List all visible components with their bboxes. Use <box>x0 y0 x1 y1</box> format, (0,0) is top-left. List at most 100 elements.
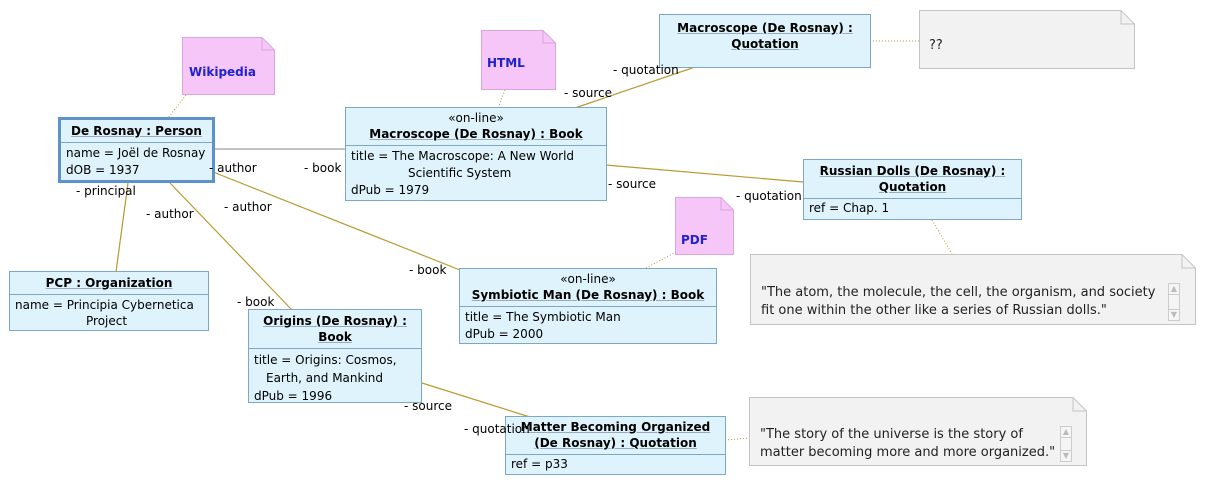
attribute: dPub = 2000 <box>465 327 544 341</box>
attribute: dOB = 1937 <box>66 163 140 177</box>
object-title: Symbiotic Man (De Rosnay) : Book <box>471 288 705 302</box>
object-title: PCP : Organization <box>45 276 173 290</box>
role-label-author: - author <box>146 207 194 221</box>
role-label-author: - author <box>209 161 257 175</box>
object-attributes: title = Origins: Cosmos, Earth, and Mank… <box>249 349 421 407</box>
role-label-book: - book <box>409 263 447 277</box>
link-origins-matter <box>421 382 531 418</box>
object-attributes: name = Principia Cybernetica Project <box>10 295 208 331</box>
attribute: name = Principia Cybernetica <box>15 298 194 312</box>
anchor-russian <box>931 219 953 255</box>
note-unknown[interactable]: ?? <box>919 10 1135 69</box>
object-header: Russian Dolls (De Rosnay) : Quotation <box>804 160 1021 199</box>
scroll-track[interactable] <box>1060 438 1072 450</box>
object-attributes: ref = p33 <box>506 455 725 474</box>
attribute: dPub = 1996 <box>254 389 333 403</box>
attribute: title = The Symbiotic Man <box>465 310 621 324</box>
object-attributes: ref = Chap. 1 <box>804 199 1021 218</box>
note-pdf[interactable]: PDF <box>675 197 734 255</box>
object-attributes: title = The Symbiotic Man dPub = 2000 <box>460 307 716 345</box>
note-shape <box>182 37 275 95</box>
attribute: dPub = 1979 <box>351 183 430 197</box>
link-author-origins <box>169 182 293 311</box>
attribute: Project <box>86 314 128 328</box>
object-macroscope-book[interactable]: «on-line» Macroscope (De Rosnay) : Book … <box>345 107 607 201</box>
object-pcp-organization[interactable]: PCP : Organization name = Principia Cybe… <box>9 271 209 331</box>
note-matter[interactable]: "The story of the universe is the story … <box>749 397 1087 466</box>
object-title: Quotation <box>731 37 799 51</box>
note-text: Wikipedia <box>189 65 256 79</box>
role-label-author: - author <box>224 200 272 214</box>
object-header: Matter Becoming Organized (De Rosnay) : … <box>506 417 725 455</box>
role-label-quotation: - quotation <box>736 189 802 203</box>
attribute: title = The Macroscope: A New World <box>351 149 575 163</box>
object-russian-dolls-quotation[interactable]: Russian Dolls (De Rosnay) : Quotation re… <box>803 159 1022 220</box>
object-macroscope-quotation[interactable]: Macroscope (De Rosnay) : Quotation <box>659 14 871 68</box>
role-label-book: - book <box>237 295 275 309</box>
note-line: fit one within the other like a series o… <box>761 303 1107 318</box>
object-header: De Rosnay : Person <box>61 120 212 143</box>
scroll-up-icon[interactable]: ▲ <box>1060 426 1072 438</box>
object-stereotype: «on-line» <box>448 111 504 125</box>
role-label-source: - source <box>564 86 612 100</box>
role-label-principal: - principal <box>76 184 136 198</box>
scroll-down-icon[interactable]: ▼ <box>1060 450 1072 462</box>
object-title: Macroscope (De Rosnay) : <box>677 21 853 35</box>
object-title: Matter Becoming Organized <box>520 420 711 434</box>
object-matter-becoming-organized-quotation[interactable]: Matter Becoming Organized (De Rosnay) : … <box>505 416 726 475</box>
object-attributes: name = Joël de Rosnay dOB = 1937 <box>61 143 212 181</box>
note-wikipedia[interactable]: Wikipedia <box>182 37 275 95</box>
object-title: Quotation <box>878 180 947 194</box>
role-label-book: - book <box>304 161 342 175</box>
note-text: ?? <box>929 38 943 53</box>
object-title: De Rosnay : Person <box>71 124 202 138</box>
scroll-down-icon[interactable]: ▼ <box>1168 309 1180 321</box>
link-author-symbiotic <box>212 171 461 271</box>
note-scrollbar[interactable]: ▲ ▼ <box>1060 426 1072 462</box>
link-russian-source <box>605 164 804 183</box>
object-header: PCP : Organization <box>10 272 208 295</box>
note-line: "The story of the universe is the story … <box>760 427 1023 442</box>
note-line: matter becoming more and more organized.… <box>760 445 1056 460</box>
object-origins-book[interactable]: Origins (De Rosnay) : Book title = Origi… <box>248 309 422 403</box>
role-label-quotation: - quotation <box>464 422 530 436</box>
role-label-source: - source <box>608 177 656 191</box>
scroll-up-icon[interactable]: ▲ <box>1168 283 1180 295</box>
note-scrollbar[interactable]: ▲ ▼ <box>1168 283 1180 321</box>
anchor-wikipedia <box>167 94 187 119</box>
object-de-rosnay-person[interactable]: De Rosnay : Person name = Joël de Rosnay… <box>58 117 215 183</box>
anchor-pdf <box>645 251 677 269</box>
object-title: Book <box>318 330 352 344</box>
object-title: Macroscope (De Rosnay) : Book <box>369 127 583 141</box>
scroll-track[interactable] <box>1168 295 1180 309</box>
note-text: PDF <box>681 233 708 247</box>
link-macroscope-source <box>574 66 696 109</box>
attribute: ref = p33 <box>511 457 568 471</box>
note-shape <box>675 197 734 255</box>
object-title: Russian Dolls (De Rosnay) : <box>819 164 1006 178</box>
attribute: Earth, and Mankind <box>266 371 384 385</box>
object-title: (De Rosnay) : Quotation <box>534 436 697 450</box>
object-title: Origins (De Rosnay) : <box>263 314 407 328</box>
role-label-quotation: - quotation <box>613 63 679 77</box>
note-shape <box>750 254 1196 325</box>
attribute: title = Origins: Cosmos, <box>254 353 397 367</box>
object-header: «on-line» Symbiotic Man (De Rosnay) : Bo… <box>460 269 716 307</box>
note-shape <box>749 397 1087 466</box>
anchor-html <box>497 89 506 109</box>
note-shape <box>919 10 1135 69</box>
attribute: name = Joël de Rosnay <box>66 146 206 160</box>
note-text: "The atom, the molecule, the cell, the o… <box>761 284 1155 320</box>
role-label-source: - source <box>404 399 452 413</box>
anchor-matter <box>724 437 751 441</box>
attribute: ref = Chap. 1 <box>809 201 890 215</box>
note-line: "The atom, the molecule, the cell, the o… <box>761 285 1156 300</box>
object-header: Macroscope (De Rosnay) : Quotation <box>660 15 870 55</box>
object-header: «on-line» Macroscope (De Rosnay) : Book <box>346 108 606 146</box>
attribute: Scientific System <box>408 166 512 180</box>
object-stereotype: «on-line» <box>560 272 616 286</box>
note-russian-dolls[interactable]: "The atom, the molecule, the cell, the o… <box>750 254 1196 325</box>
note-html[interactable]: HTML <box>481 30 556 90</box>
object-symbiotic-man-book[interactable]: «on-line» Symbiotic Man (De Rosnay) : Bo… <box>459 268 717 344</box>
